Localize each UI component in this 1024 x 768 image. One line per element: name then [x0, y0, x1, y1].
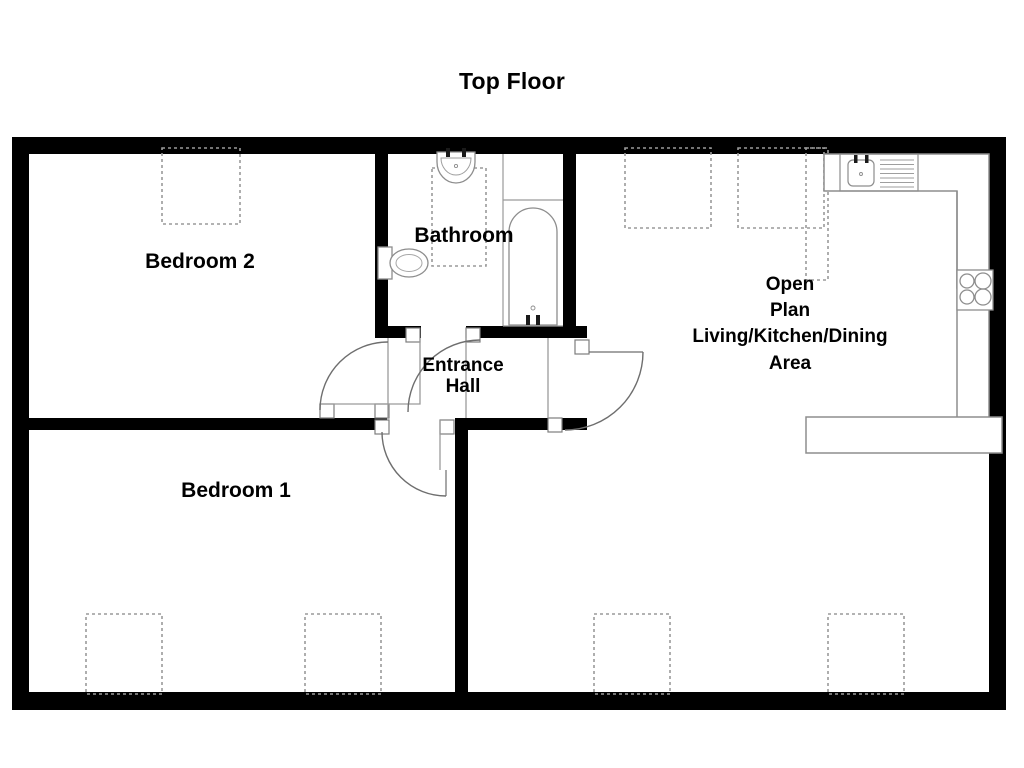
- door-open-plan-living[interactable]: [564, 351, 644, 431]
- bathtub-icon: [508, 207, 558, 326]
- door-bathroom[interactable]: [407, 339, 481, 413]
- window-kitchen-north: [805, 147, 829, 281]
- window-living-north-2: [737, 147, 825, 229]
- window-living-south-1: [593, 613, 671, 695]
- window-bedroom2-north: [161, 147, 241, 225]
- bath-enclosure-line: [502, 154, 563, 327]
- kitchen-peninsula-unit: [805, 416, 1003, 454]
- openplan-line-1: Open: [765, 274, 815, 295]
- page-title: Top Floor: [458, 68, 566, 94]
- door-jambs: [319, 327, 590, 435]
- window-bedroom1-south-1: [85, 613, 163, 695]
- entrance-hall-line-1: Entrance: [422, 355, 504, 376]
- openplan-line-4: Area: [768, 352, 812, 374]
- bathroom-fixtures: [377, 148, 563, 327]
- room-label-bedroom-1: Bedroom 1: [181, 479, 291, 502]
- doors-group: [319, 339, 644, 497]
- window-living-north-1: [624, 147, 712, 229]
- four-ring-hob-icon: [956, 269, 994, 311]
- window-living-south-2: [827, 613, 905, 695]
- kitchen-sink-icon: [839, 153, 919, 192]
- openplan-line-2: Plan: [769, 300, 811, 322]
- kitchen-fixtures: [805, 153, 1003, 454]
- window-bedroom1-south-2: [304, 613, 382, 695]
- wash-basin-icon: [436, 148, 476, 184]
- room-label-bathroom: Bathroom: [414, 224, 514, 247]
- door-bedroom-2[interactable]: [319, 341, 389, 411]
- entrance-hall-line-2: Hall: [445, 376, 481, 398]
- room-label-bedroom-2: Bedroom 2: [145, 250, 255, 273]
- openplan-line-3: Living/Kitchen/Dining: [692, 326, 888, 348]
- toilet-icon: [377, 246, 429, 280]
- door-bedroom-1[interactable]: [381, 431, 447, 497]
- hall-outline: [320, 338, 549, 470]
